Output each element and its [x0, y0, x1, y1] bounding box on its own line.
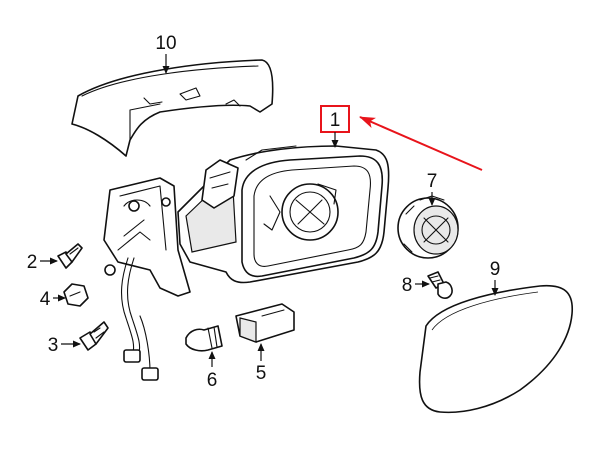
callout-7: 7	[427, 171, 438, 192]
callout-6: 6	[207, 370, 218, 391]
callout-5: 5	[256, 363, 267, 384]
part-9-mirror-glass[interactable]	[418, 284, 573, 414]
part-10-mirror-cap[interactable]	[71, 59, 274, 157]
part-7-motor[interactable]	[397, 195, 459, 259]
part-3-screw[interactable]	[79, 321, 109, 351]
callout-2: 2	[27, 252, 38, 273]
callout-1: 1	[330, 110, 341, 131]
part-5-lamp[interactable]	[235, 303, 295, 343]
part-2-bolt[interactable]	[57, 243, 83, 269]
callout-3: 3	[48, 335, 59, 356]
part-8-screw[interactable]	[427, 271, 453, 299]
part-6-bulb[interactable]	[185, 325, 223, 352]
red-pointer-arrow	[359, 116, 483, 171]
callout-10: 10	[155, 33, 176, 54]
callout-9: 9	[490, 259, 501, 280]
part-1-mirror-assembly[interactable]	[103, 145, 390, 381]
callout-8: 8	[402, 275, 413, 296]
callout-4: 4	[40, 289, 51, 310]
part-4-nut[interactable]	[63, 283, 89, 307]
